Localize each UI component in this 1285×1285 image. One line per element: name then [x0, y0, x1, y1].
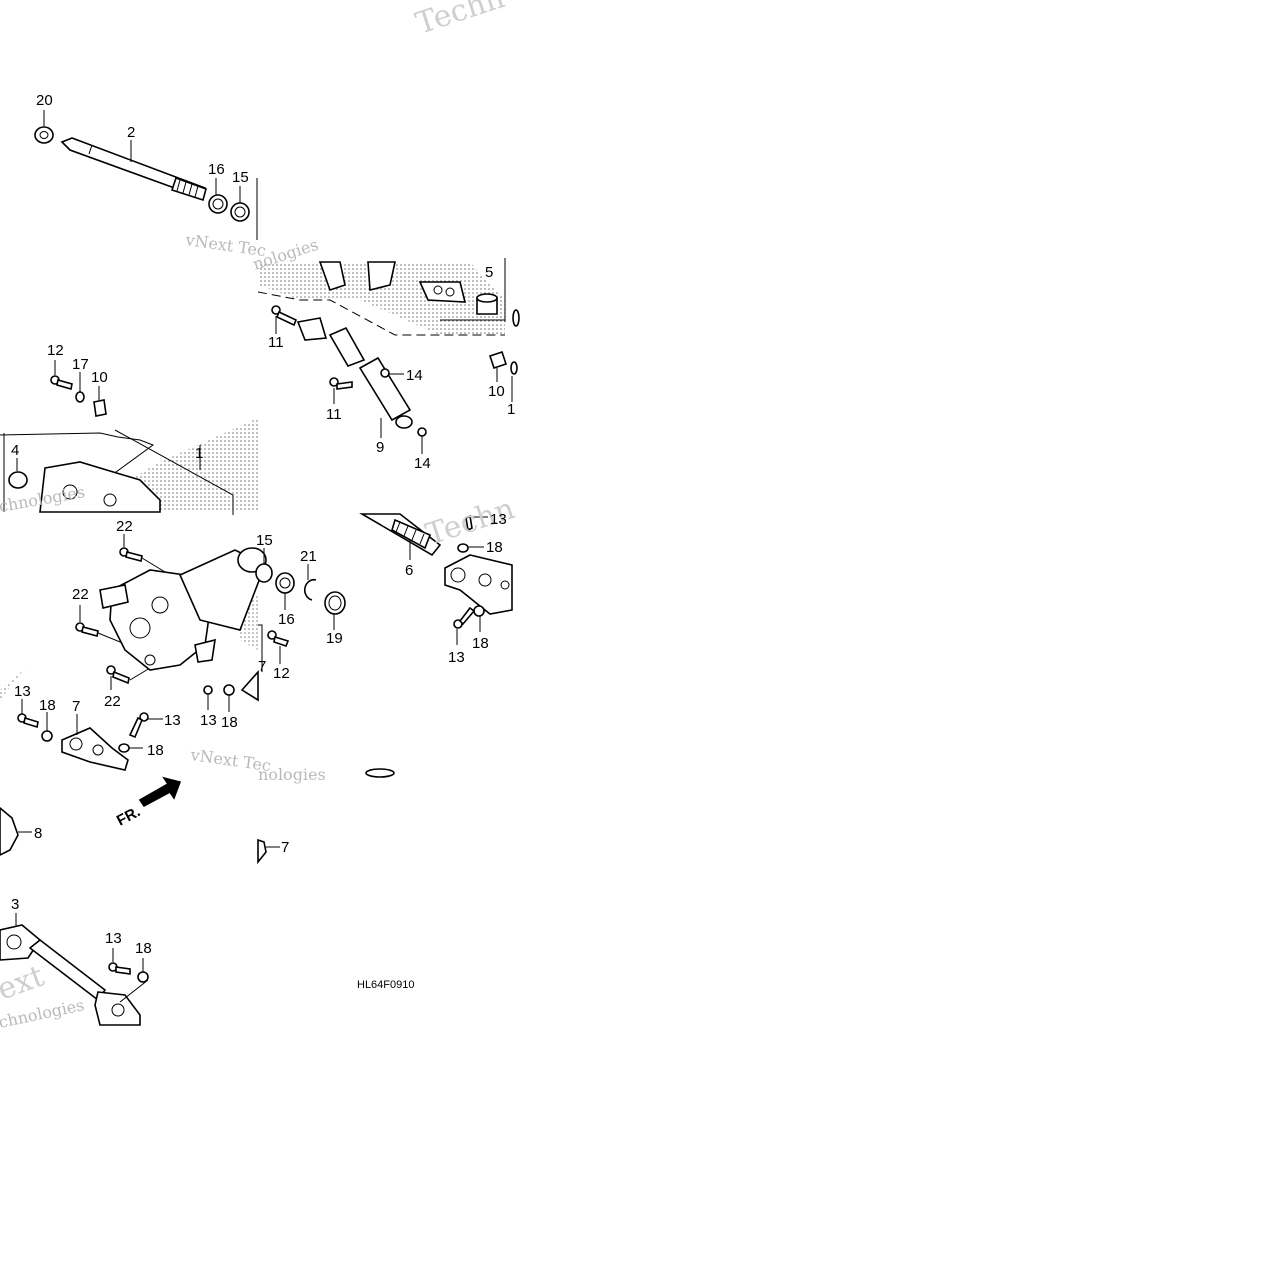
callout-13e: 13: [448, 649, 465, 666]
callout-22c: 22: [104, 693, 121, 710]
part-13-bolt-a: [203, 685, 213, 695]
callout-18b: 18: [39, 697, 56, 714]
callout-20: 20: [36, 92, 53, 109]
callout-22: 22: [116, 518, 133, 535]
part-7-joint-b: [444, 554, 513, 615]
part-18-washer-a: [223, 684, 235, 696]
callout-18d: 18: [486, 539, 503, 556]
callout-13d: 13: [490, 511, 507, 528]
part-11-bolt-b: [329, 377, 353, 390]
part-18-washer-d: [457, 543, 469, 553]
part-4-bushing: [8, 471, 28, 489]
callout-3: 3: [11, 896, 19, 913]
part-14-nut-b: [417, 427, 427, 437]
callout-7: 7: [258, 658, 266, 675]
part-20-washer: [34, 126, 54, 144]
part-14-nut-a: [380, 368, 390, 378]
callout-15b: 15: [256, 532, 273, 549]
callout-5: 5: [485, 264, 493, 281]
callout-12b: 12: [273, 665, 290, 682]
callout-13b: 13: [14, 683, 31, 700]
part-11-bolt-a: [271, 305, 298, 327]
steering-shaft-group: [34, 110, 258, 240]
svg-text:nologies: nologies: [258, 765, 326, 784]
part-19-seal: [324, 591, 346, 615]
callout-16: 16: [208, 161, 225, 178]
part-16-seal-b: [275, 572, 295, 594]
eps-unit-group: [17, 534, 395, 778]
front-direction-arrow[interactable]: [138, 776, 182, 808]
callout-16b: 16: [278, 611, 295, 628]
watermarks: Techn vNext Tec nologies chnologies vNex…: [0, 0, 519, 1032]
damper-group: [257, 258, 520, 454]
part-12-bolt-b: [267, 630, 290, 647]
callout-9: 9: [376, 439, 384, 456]
callout-19: 19: [326, 630, 343, 647]
callout-6: 6: [405, 562, 413, 579]
part-18-washer-c: [118, 743, 130, 753]
callout-1b: 1: [195, 445, 203, 462]
callout-21: 21: [300, 548, 317, 565]
part-13-bolt-e: [108, 962, 131, 975]
callout-18e: 18: [472, 635, 489, 652]
part-3-intermediate-shaft: [0, 924, 141, 1026]
direction-label: FR.: [114, 803, 143, 829]
svg-text:ext: ext: [0, 959, 49, 1008]
part-9-damper: [358, 356, 412, 422]
part-8-cover: [0, 806, 32, 856]
part-18-washer-f: [137, 971, 149, 983]
callout-13f: 13: [105, 930, 122, 947]
part-22-bolt-c: [106, 665, 130, 685]
part-13-bolt-c: [128, 712, 149, 739]
callout-17: 17: [72, 356, 89, 373]
callout-13c: 13: [164, 712, 181, 729]
intermediate-shaft-group: [0, 913, 149, 1026]
part-10-collar-b: [93, 399, 107, 417]
part-18-washer-b: [41, 730, 53, 742]
part-10-collar-a: [488, 350, 508, 370]
mount-group: [0, 360, 234, 515]
part-12-bolt-a: [50, 375, 73, 391]
callout-14: 14: [406, 367, 423, 384]
callout-18: 18: [221, 714, 238, 731]
part-13-bolt-d: [453, 606, 476, 629]
lower-shaft-group: [359, 513, 513, 645]
callout-2: 2: [127, 124, 135, 141]
callout-14b: 14: [414, 455, 431, 472]
part-13-bolt-b: [17, 713, 39, 729]
callout-4: 4: [11, 442, 19, 459]
callout-18c: 18: [147, 742, 164, 759]
part-15-bearing-b: [255, 563, 273, 583]
callout-22b: 22: [72, 586, 89, 603]
part-17-washer: [75, 391, 85, 403]
part-16-seal: [208, 194, 228, 214]
callout-labels: 20 2 16 15 5 11 11 14 14 9 10 1 12 17 10…: [11, 92, 515, 957]
part-7-joint: [61, 727, 129, 771]
callout-1: 1: [507, 401, 515, 418]
part-21-circlip: [304, 578, 317, 601]
callout-10b: 10: [91, 369, 108, 386]
part-2-shaft: [60, 137, 207, 202]
callout-11b: 11: [326, 406, 342, 423]
part-15-bearing: [230, 202, 250, 222]
callout-7c: 7: [281, 839, 289, 856]
part-1-eps-gearbox: [99, 547, 267, 671]
callout-18f: 18: [135, 940, 152, 957]
callout-11: 11: [268, 334, 284, 351]
svg-text:Techn: Techn: [412, 0, 509, 42]
callout-12: 12: [47, 342, 64, 359]
part-22-bolt-a: [119, 547, 143, 562]
callout-13: 13: [200, 712, 217, 729]
part-22-bolt-b: [75, 622, 99, 637]
callout-10: 10: [488, 383, 505, 400]
part-6-shaft: [359, 513, 442, 557]
drawing-code: HL64F0910: [357, 979, 415, 991]
callout-8: 8: [34, 825, 42, 842]
callout-15: 15: [232, 169, 249, 186]
callout-7b: 7: [72, 698, 80, 715]
part-18-washer-e: [473, 605, 485, 617]
part-7-joint-c: [257, 838, 280, 865]
